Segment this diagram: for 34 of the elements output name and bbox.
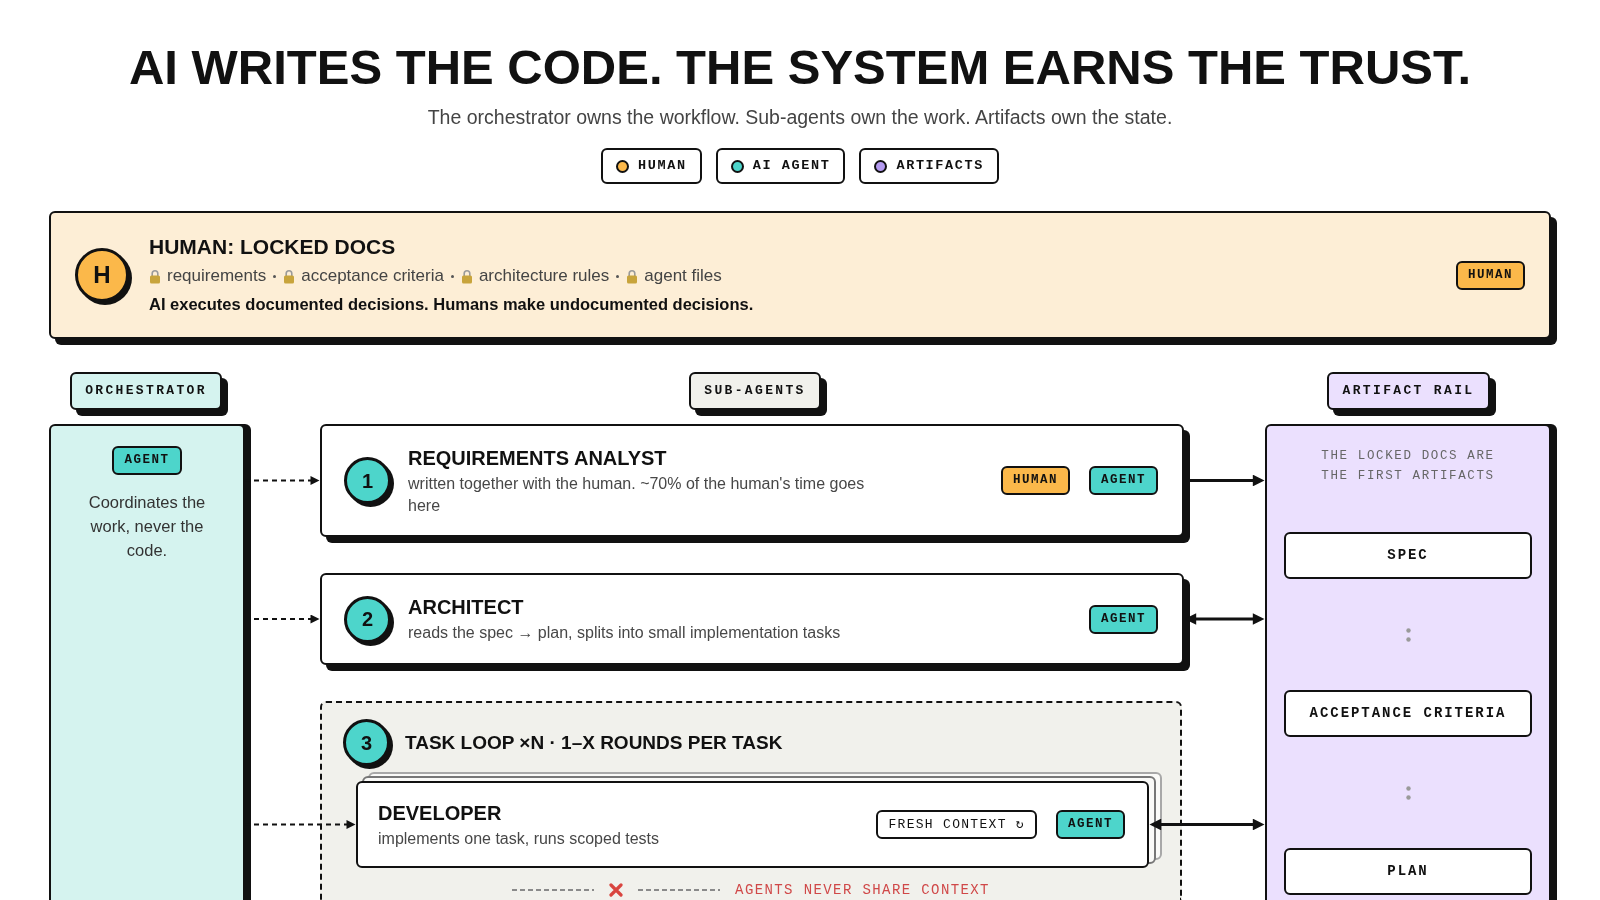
- task-loop-container: [320, 701, 1182, 900]
- loop-note: AGENTS NEVER SHARE CONTEXT: [735, 881, 990, 900]
- card-description: implements one task, runs scoped tests: [378, 828, 661, 849]
- loop-heading: TASK LOOP ×N · 1–X ROUNDS PER TASK: [405, 730, 783, 755]
- role-tag: AGENT: [1089, 604, 1158, 634]
- artifact-box: ACCEPTANCE CRITERIA: [1284, 690, 1532, 737]
- locked-doc-label: requirements: [167, 265, 267, 287]
- context-tag: FRESH CONTEXT ↻: [876, 810, 1037, 839]
- column-description: Coordinates the work, never the code.: [87, 492, 207, 561]
- subtitle: The orchestrator owns the workflow. Sub-agents own the work. Artifacts own the state.: [427, 105, 1173, 129]
- locked-doc-label: agent files: [644, 265, 722, 287]
- developer-card: [356, 781, 1149, 868]
- band-heading: HUMAN: LOCKED DOCS: [149, 234, 396, 260]
- arrow: [1149, 818, 1265, 831]
- card-title: ARCHITECT: [408, 595, 524, 620]
- artifact-box: SPEC: [1284, 532, 1532, 579]
- legend-label: HUMAN: [638, 157, 687, 175]
- artifact-box: PLAN: [1284, 848, 1532, 895]
- band-statement: AI executes documented decisions. Humans make undocumented decisions.: [149, 294, 754, 315]
- role-tag: AGENT: [1089, 466, 1158, 495]
- card-description: reads the spec → plan, splits into small implementation tasks: [408, 623, 842, 643]
- card-title: DEVELOPER: [378, 800, 502, 826]
- title: AI WRITES THE CODE. THE SYSTEM EARNS THE TRUST.: [128, 39, 1472, 95]
- role-tag: AGENT: [1056, 810, 1125, 839]
- role-tag: HUMAN: [1456, 260, 1525, 290]
- role-tag: AGENT: [112, 446, 182, 475]
- locked-doc-label: acceptance criteria: [301, 265, 444, 287]
- locked-doc-label: architecture rules: [478, 265, 610, 287]
- card-description: written together with the human. ~70% of the human's time goes here: [408, 473, 866, 516]
- legend-label: ARTIFACTS: [896, 157, 984, 175]
- card-title: REQUIREMENTS ANALYST: [408, 445, 667, 471]
- rail-note: THE LOCKED DOCS ARE THE FIRST ARTIFACTS: [1320, 448, 1496, 485]
- legend-label: AI AGENT: [752, 157, 831, 175]
- role-tag: HUMAN: [1000, 466, 1070, 495]
